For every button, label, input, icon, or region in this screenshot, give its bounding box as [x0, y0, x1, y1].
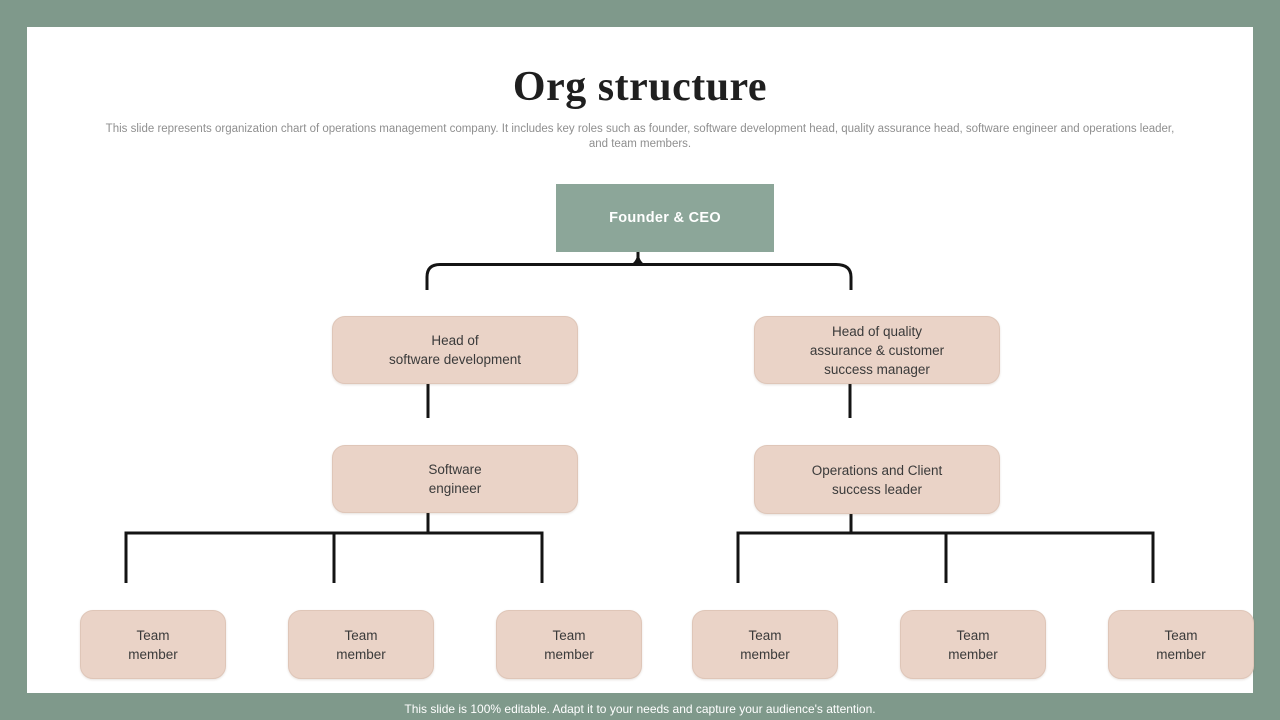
- connector-root-flare: [630, 251, 646, 265]
- org-node-team-member-2: Team member: [288, 610, 434, 679]
- connector-level2-brace: [425, 263, 853, 290]
- org-node-team-member-5: Team member: [900, 610, 1046, 679]
- connector-left-rail: [124, 531, 544, 583]
- editable-note: This slide is 100% editable. Adapt it to…: [404, 702, 876, 716]
- org-node-team-member-6: Team member: [1108, 610, 1254, 679]
- org-node-operations-client-leader: Operations and Client success leader: [754, 445, 1000, 514]
- slide-canvas: Org structure This slide represents orga…: [27, 27, 1254, 693]
- org-node-head-software-development: Head of software development: [332, 316, 578, 384]
- org-node-team-member-4: Team member: [692, 610, 838, 679]
- page-title: Org structure: [512, 64, 768, 110]
- org-node-team-member-1: Team member: [80, 610, 226, 679]
- slide-description: This slide represents organization chart…: [105, 123, 1175, 150]
- connector-right-rail: [736, 531, 1155, 583]
- org-node-head-quality-assurance: Head of quality assurance & customer suc…: [754, 316, 1000, 384]
- org-node-software-engineer: Software engineer: [332, 445, 578, 513]
- org-node-team-member-3: Team member: [496, 610, 642, 679]
- org-node-founder-ceo: Founder & CEO: [556, 184, 774, 252]
